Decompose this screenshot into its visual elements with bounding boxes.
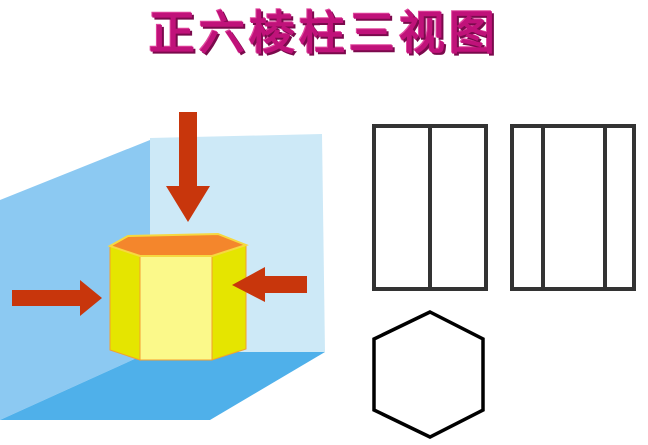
prism-right-face xyxy=(211,244,247,361)
side-view xyxy=(510,124,636,291)
top-view-hexagon xyxy=(372,310,485,439)
right-arrow xyxy=(232,267,307,302)
prism-front-face xyxy=(139,255,213,361)
prism-top-face xyxy=(107,232,249,257)
page-title: 正六棱柱三视图 xyxy=(149,6,499,60)
left-arrow xyxy=(12,280,102,316)
top-arrow xyxy=(166,112,210,222)
hexagonal-prism xyxy=(107,232,249,361)
side-view-outline xyxy=(510,124,636,291)
floor-projection-plane xyxy=(0,352,325,420)
front-view xyxy=(372,124,488,291)
prism-left-face xyxy=(109,245,141,361)
